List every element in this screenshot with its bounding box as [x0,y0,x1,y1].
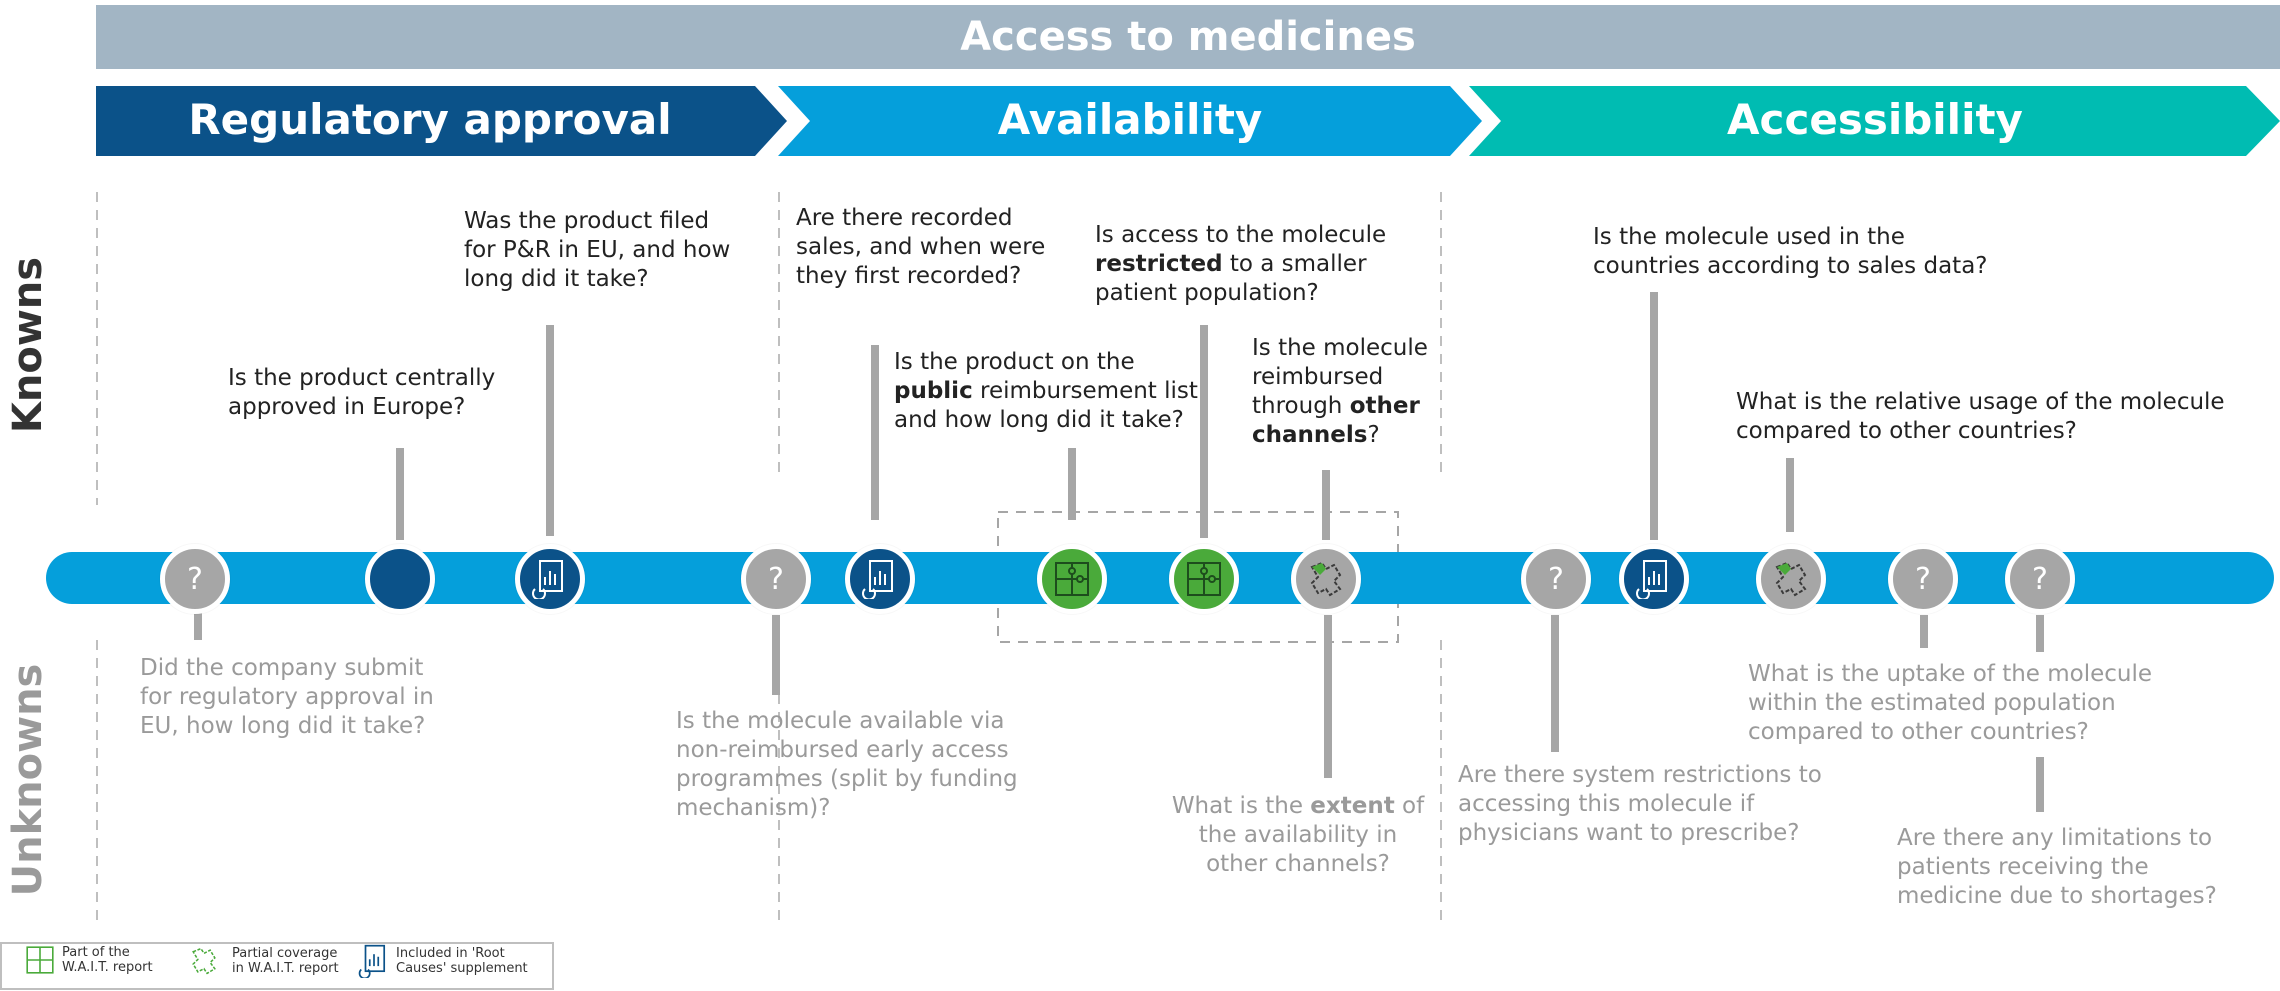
partial-puzzle-icon [1775,561,1807,597]
question-extent: What is the extent of the availability i… [1168,792,1428,879]
phase-chevrons [96,86,2280,156]
question-public-list: Is the product on the public reimburseme… [894,348,1204,435]
node-other-channels [1291,544,1361,614]
restricted-text-a: Is access to the molecule [1095,222,1387,248]
question-mark-icon: ? [1548,561,1564,597]
question-restricted: Is access to the molecule restricted to … [1095,221,1405,308]
node-recorded-sales [845,544,915,614]
extent-text-b: extent [1310,793,1395,819]
node-unknown-submit: ? [160,544,230,614]
puzzle-icon [26,946,54,974]
node-filed-pr [515,544,585,614]
question-centrally-approved: Is the product centrally approved in Eur… [228,365,496,420]
public-list-text-a: Is the product on the [894,349,1135,375]
availability-chevron [778,86,1482,156]
other-channels-text-b: other channels [1252,393,1420,448]
extent-text-a: What is the [1171,793,1311,819]
partial-puzzle-icon [192,947,216,975]
public-list-text-b: public [894,378,973,404]
other-channels-text-c: ? [1367,422,1380,448]
question-mark-icon: ? [2032,561,2048,597]
question-mark-icon: ? [1915,561,1931,597]
public-list-text-c: reimbursement list and how long did it t… [894,378,1198,433]
question-other-channels: Is the molecule reimbursed through other… [1252,334,1432,450]
node-unknown-uptake: ? [1888,544,1958,614]
question-filed-pr: Was the product filed for P&R in EU, and… [464,208,731,292]
legend-included: Included in 'Root Causes' supplement [358,944,536,978]
node-unknown-shortages: ? [2005,544,2075,614]
legend-partial-label: Partial coverage in W.A.I.T. report [232,946,339,976]
legend-part-label: Part of the W.A.I.T. report [62,945,153,975]
node-used-sales [1619,544,1689,614]
extent-text-c: of the availability in other channels? [1198,793,1425,877]
accessibility-chevron [1469,86,2280,156]
connector-lines [194,292,2044,812]
legend-partial: Partial coverage in W.A.I.T. report [182,944,352,978]
question-uptake: What is the uptake of the molecule withi… [1748,661,2153,745]
report-chart-icon [532,560,563,599]
node-public-list [1037,544,1107,614]
node-central-approval [365,544,435,614]
restricted-text-c: to a smaller patient population? [1095,251,1367,306]
question-system-restrictions: Are there system restrictions to accessi… [1458,762,1822,846]
question-used-sales: Is the molecule used in the countries ac… [1593,224,1988,279]
phase-regulatory-label: Regulatory approval [188,95,672,144]
node-relative-usage [1756,544,1826,614]
regulatory-chevron [96,86,787,156]
report-chart-icon [358,944,386,978]
report-chart-icon [862,560,893,599]
legend-frame [0,942,554,990]
puzzle-icon [1055,562,1089,596]
question-recorded-sales: Are there recorded sales, and when were … [796,205,1046,289]
phase-availability-label: Availability [997,95,1263,144]
question-submit-regulatory: Did the company submit for regulatory ap… [140,655,434,739]
question-relative-usage: What is the relative usage of the molecu… [1736,389,2225,444]
legend-part: Part of the W.A.I.T. report [24,944,162,976]
node-restricted [1169,544,1239,614]
node-unknown-early-access: ? [741,544,811,614]
node-unknown-system-restrictions: ? [1521,544,1591,614]
legend-included-label: Included in 'Root Causes' supplement [396,946,528,976]
question-mark-icon: ? [187,561,203,597]
partial-puzzle-icon [1310,561,1342,597]
phase-separators [96,192,1442,925]
other-channels-text-a: Is the molecule reimbursed through [1252,335,1428,419]
puzzle-icon [1187,562,1221,596]
page-title: Access to medicines [96,5,2280,69]
question-shortages: Are there any limitations to patients re… [1897,825,2217,909]
phase-accessibility-label: Accessibility [1727,95,2023,144]
report-chart-icon [1636,560,1667,599]
question-early-access: Is the molecule available via non-reimbu… [676,708,1018,821]
restricted-text-b: restricted [1095,251,1223,277]
question-mark-icon: ? [768,561,784,597]
